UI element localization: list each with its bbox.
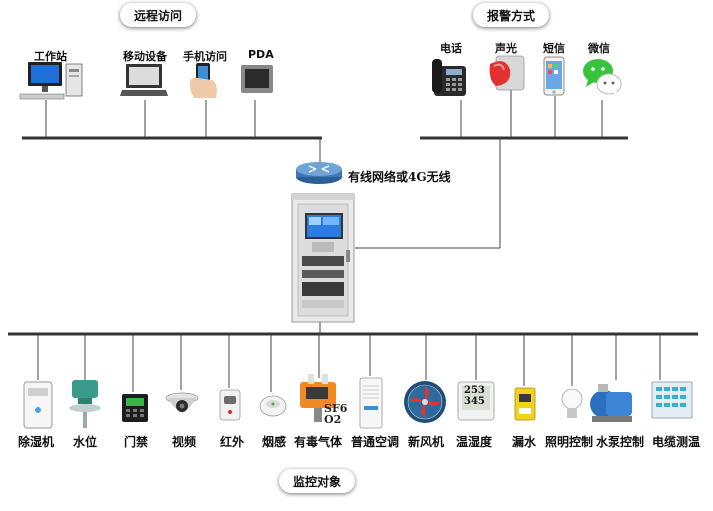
light-bulb-icon [561, 388, 583, 418]
ventilation-fan-icon [404, 381, 446, 423]
monitor-item-temp-humidity: 温湿度 [456, 435, 493, 449]
remote-item-pda-label: PDA [248, 48, 274, 61]
control-cabinet-icon [291, 193, 355, 323]
router-icon [296, 162, 342, 184]
monitor-item-fresh-air: 新风机 [408, 435, 445, 449]
remote-item-workstation-label: 工作站 [34, 50, 67, 63]
gas-detector-text-2: O2 [324, 413, 342, 426]
remote-access-title: 远程访问 [120, 3, 196, 27]
cable-temp-monitor-icon [651, 381, 693, 419]
monitor-item-video: 视频 [172, 435, 197, 449]
dehumidifier-icon [23, 381, 53, 429]
alarm-item-phone-label: 电话 [440, 42, 462, 55]
alarm-item-wechat-label: 微信 [588, 42, 610, 55]
pda-icon [241, 65, 273, 93]
monitor-item-dehumidifier: 除湿机 [18, 435, 55, 449]
monitor-item-water-pump: 水泵控制 [596, 435, 645, 449]
monitor-item-water-leak: 漏水 [512, 435, 537, 449]
water-pump-icon [590, 384, 632, 422]
workstation-icon [19, 62, 83, 100]
alarm-item-light-label: 声光 [495, 42, 517, 55]
wechat-icon [583, 59, 622, 95]
smartphone-icon [543, 56, 565, 96]
monitor-item-cable-temp: 电缆测温 [652, 435, 701, 449]
water-leak-sensor-icon [514, 387, 536, 421]
air-conditioner-icon [359, 377, 383, 429]
dome-camera-icon [165, 392, 199, 412]
monitor-item-smoke: 烟感 [262, 435, 287, 449]
monitor-item-air-conditioner: 普通空调 [351, 435, 400, 449]
thermo-hygrometer-icon [457, 381, 495, 421]
network-label: 有线网络或4G无线 [348, 170, 451, 184]
alarm-item-sms-label: 短信 [543, 42, 565, 55]
monitor-item-lighting: 照明控制 [545, 435, 594, 449]
thermo-reading-2: 345 [464, 396, 485, 407]
siren-light-icon [489, 55, 525, 91]
infrared-detector-icon [219, 389, 241, 421]
remote-item-mobile-label: 移动设备 [123, 50, 167, 63]
gas-detector-text-1: SF6 [324, 402, 348, 415]
laptop-icon [120, 64, 168, 96]
monitor-item-toxic-gas: 有毒气体 [294, 435, 343, 449]
desk-phone-icon [432, 59, 466, 96]
gas-detector-icon [300, 374, 336, 422]
remote-item-phone-label: 手机访问 [183, 50, 227, 63]
access-control-icon [122, 394, 148, 422]
water-level-sensor-icon [69, 380, 101, 428]
alarm-methods-title: 报警方式 [473, 3, 549, 27]
smoke-detector-icon [259, 395, 287, 417]
phone-in-hand-icon [189, 63, 217, 98]
monitor-item-water-level: 水位 [73, 435, 98, 449]
thermo-reading-1: 253 [464, 385, 485, 396]
monitoring-title: 监控对象 [279, 469, 355, 493]
monitor-item-access-control: 门禁 [124, 435, 149, 449]
monitor-item-infrared: 红外 [220, 435, 245, 449]
